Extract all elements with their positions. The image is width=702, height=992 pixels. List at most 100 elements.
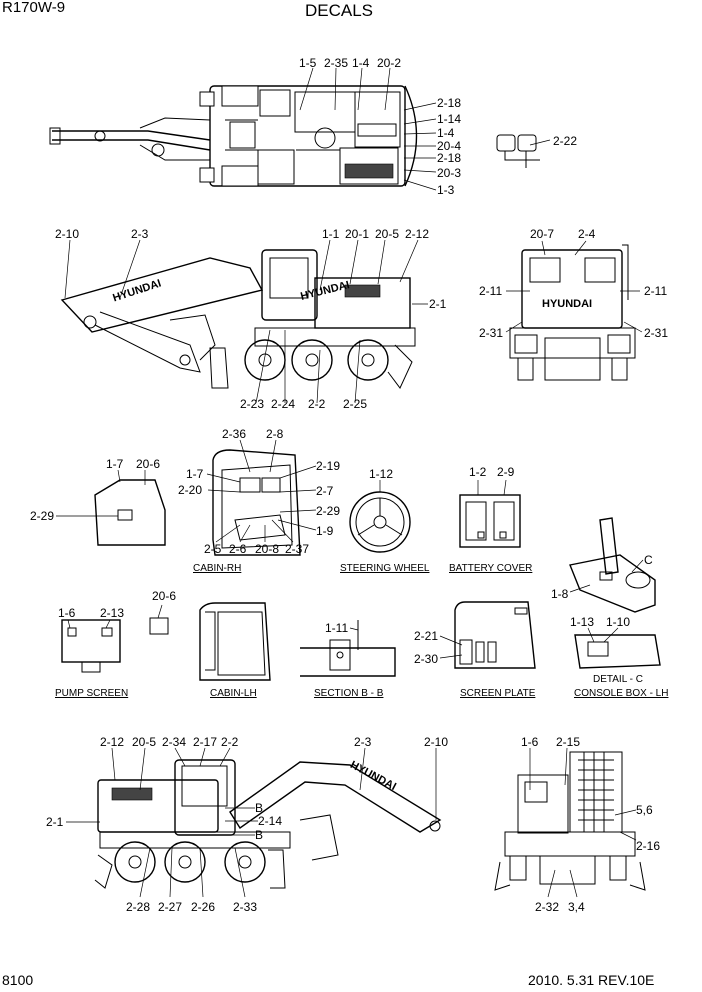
callout-label: B bbox=[255, 828, 264, 842]
callout-label: 20-6 bbox=[136, 457, 161, 471]
callout-label: 2-29 bbox=[316, 504, 341, 518]
callout-label: 1-10 bbox=[606, 615, 631, 629]
callout-label: 1-13 bbox=[570, 615, 595, 629]
rear-view-drawing bbox=[509, 244, 636, 381]
callout-label: 2-27 bbox=[158, 900, 183, 914]
callout-label: 1-6 bbox=[521, 735, 539, 749]
callout-label: 2-33 bbox=[233, 900, 258, 914]
callout-label: 2-16 bbox=[636, 839, 661, 853]
callout-label: 20-4 bbox=[437, 139, 462, 153]
callout-label: 2-24 bbox=[271, 397, 296, 411]
callout-label: 20-6 bbox=[152, 589, 177, 603]
callout-label: 2-31 bbox=[644, 326, 669, 340]
pump-screen-drawing bbox=[61, 619, 121, 673]
callout-label: 2-31 bbox=[479, 326, 504, 340]
view-caption: CABIN-LH bbox=[210, 688, 257, 699]
callout-label: 20-2 bbox=[377, 56, 402, 70]
callout-label: 20-1 bbox=[345, 227, 370, 241]
callout-label: 2-15 bbox=[556, 735, 581, 749]
callout-label: 5,6 bbox=[636, 803, 653, 817]
callout-label: 2-2 bbox=[221, 735, 239, 749]
page-title: DECALS bbox=[305, 1, 374, 20]
callout-label: 2-36 bbox=[222, 427, 247, 441]
callout-label: 2-35 bbox=[324, 56, 349, 70]
callout-label: 1-5 bbox=[299, 56, 317, 70]
callout-label: 1-4 bbox=[352, 56, 370, 70]
callout-label: 3,4 bbox=[568, 900, 585, 914]
callout-label: 1-4 bbox=[437, 126, 455, 140]
callout-label: 1-7 bbox=[186, 467, 204, 481]
callout-label: 2-14 bbox=[258, 814, 283, 828]
callout-label: 1-1 bbox=[322, 227, 340, 241]
view-caption: CABIN-RH bbox=[193, 563, 242, 574]
callout-label: 2-11 bbox=[479, 284, 503, 298]
battery-cover-drawing bbox=[459, 494, 521, 548]
callout-label: C bbox=[644, 553, 653, 567]
callout-label: 1-14 bbox=[437, 112, 462, 126]
callout-label: 2-10 bbox=[55, 227, 80, 241]
callout-label: 2-18 bbox=[437, 96, 462, 110]
callout-label: 2-22 bbox=[553, 134, 578, 148]
view-caption: STEERING WHEEL bbox=[340, 563, 430, 574]
callout-label: 1-6 bbox=[58, 606, 76, 620]
view-caption: CONSOLE BOX - LH bbox=[574, 688, 669, 699]
callout-label: 2-29 bbox=[30, 509, 55, 523]
callout-label: 2-3 bbox=[354, 735, 372, 749]
callout-label: 2-1 bbox=[46, 815, 64, 829]
view-caption: SCREEN PLATE bbox=[460, 688, 536, 699]
leader-lines bbox=[56, 67, 644, 898]
callout-label: 2-7 bbox=[316, 484, 334, 498]
callout-label: 2-2 bbox=[308, 397, 326, 411]
side-right-drawing bbox=[60, 249, 416, 389]
model-code: R170W-9 bbox=[2, 0, 66, 16]
callout-label: 1-11 bbox=[325, 621, 349, 635]
view-caption: DETAIL - C bbox=[593, 674, 644, 685]
callout-label: 2-26 bbox=[191, 900, 216, 914]
view-caption: BATTERY COVER bbox=[449, 563, 533, 574]
callout-label: 2-9 bbox=[497, 465, 515, 479]
side-left-drawing bbox=[94, 759, 442, 889]
callout-label: 1-9 bbox=[316, 524, 334, 538]
callout-label: 1-12 bbox=[369, 467, 394, 481]
callout-label: 1-2 bbox=[469, 465, 487, 479]
callout-label: 2-37 bbox=[285, 542, 310, 556]
callout-label: 2-23 bbox=[240, 397, 265, 411]
callout-label: 2-32 bbox=[535, 900, 560, 914]
cabin-lh-drawing bbox=[149, 602, 271, 681]
callout-label: 20-7 bbox=[530, 227, 555, 241]
front-view-drawing bbox=[494, 751, 646, 891]
callout-label: 20-5 bbox=[132, 735, 157, 749]
page-number: 8100 bbox=[2, 972, 34, 988]
callout-label: 2-18 bbox=[437, 151, 462, 165]
callout-label: 2-12 bbox=[100, 735, 125, 749]
callout-label: 2-17 bbox=[193, 735, 218, 749]
callout-label: 2-19 bbox=[316, 459, 341, 473]
joystick-drawing bbox=[569, 517, 656, 613]
callout-label: 2-10 bbox=[424, 735, 449, 749]
callout-label: 20-5 bbox=[375, 227, 400, 241]
callout-label: 2-34 bbox=[162, 735, 187, 749]
callout-label: 2-5 bbox=[204, 542, 222, 556]
callout-label: 2-4 bbox=[578, 227, 596, 241]
console-box-drawing bbox=[574, 634, 661, 669]
callout-label: 2-12 bbox=[405, 227, 430, 241]
callout-label: 20-3 bbox=[437, 166, 462, 180]
callout-label: 2-6 bbox=[229, 542, 247, 556]
view-caption: PUMP SCREEN bbox=[55, 688, 129, 699]
callout-label: 2-25 bbox=[343, 397, 368, 411]
cabin-rh-drawing bbox=[94, 449, 301, 556]
callout-label: 20-8 bbox=[255, 542, 280, 556]
top-view-drawing bbox=[49, 85, 540, 187]
callout-label: 2-30 bbox=[414, 652, 439, 666]
section-bb-drawing bbox=[300, 620, 396, 677]
callout-label: 1-3 bbox=[437, 183, 455, 197]
callout-label: 2-28 bbox=[126, 900, 151, 914]
steering-wheel-drawing bbox=[349, 491, 411, 553]
callout-label: 2-20 bbox=[178, 483, 203, 497]
callout-label: B bbox=[255, 801, 264, 815]
callout-label: 1-8 bbox=[551, 587, 569, 601]
callout-label: 2-13 bbox=[100, 606, 125, 620]
callout-label: 2-21 bbox=[414, 629, 439, 643]
